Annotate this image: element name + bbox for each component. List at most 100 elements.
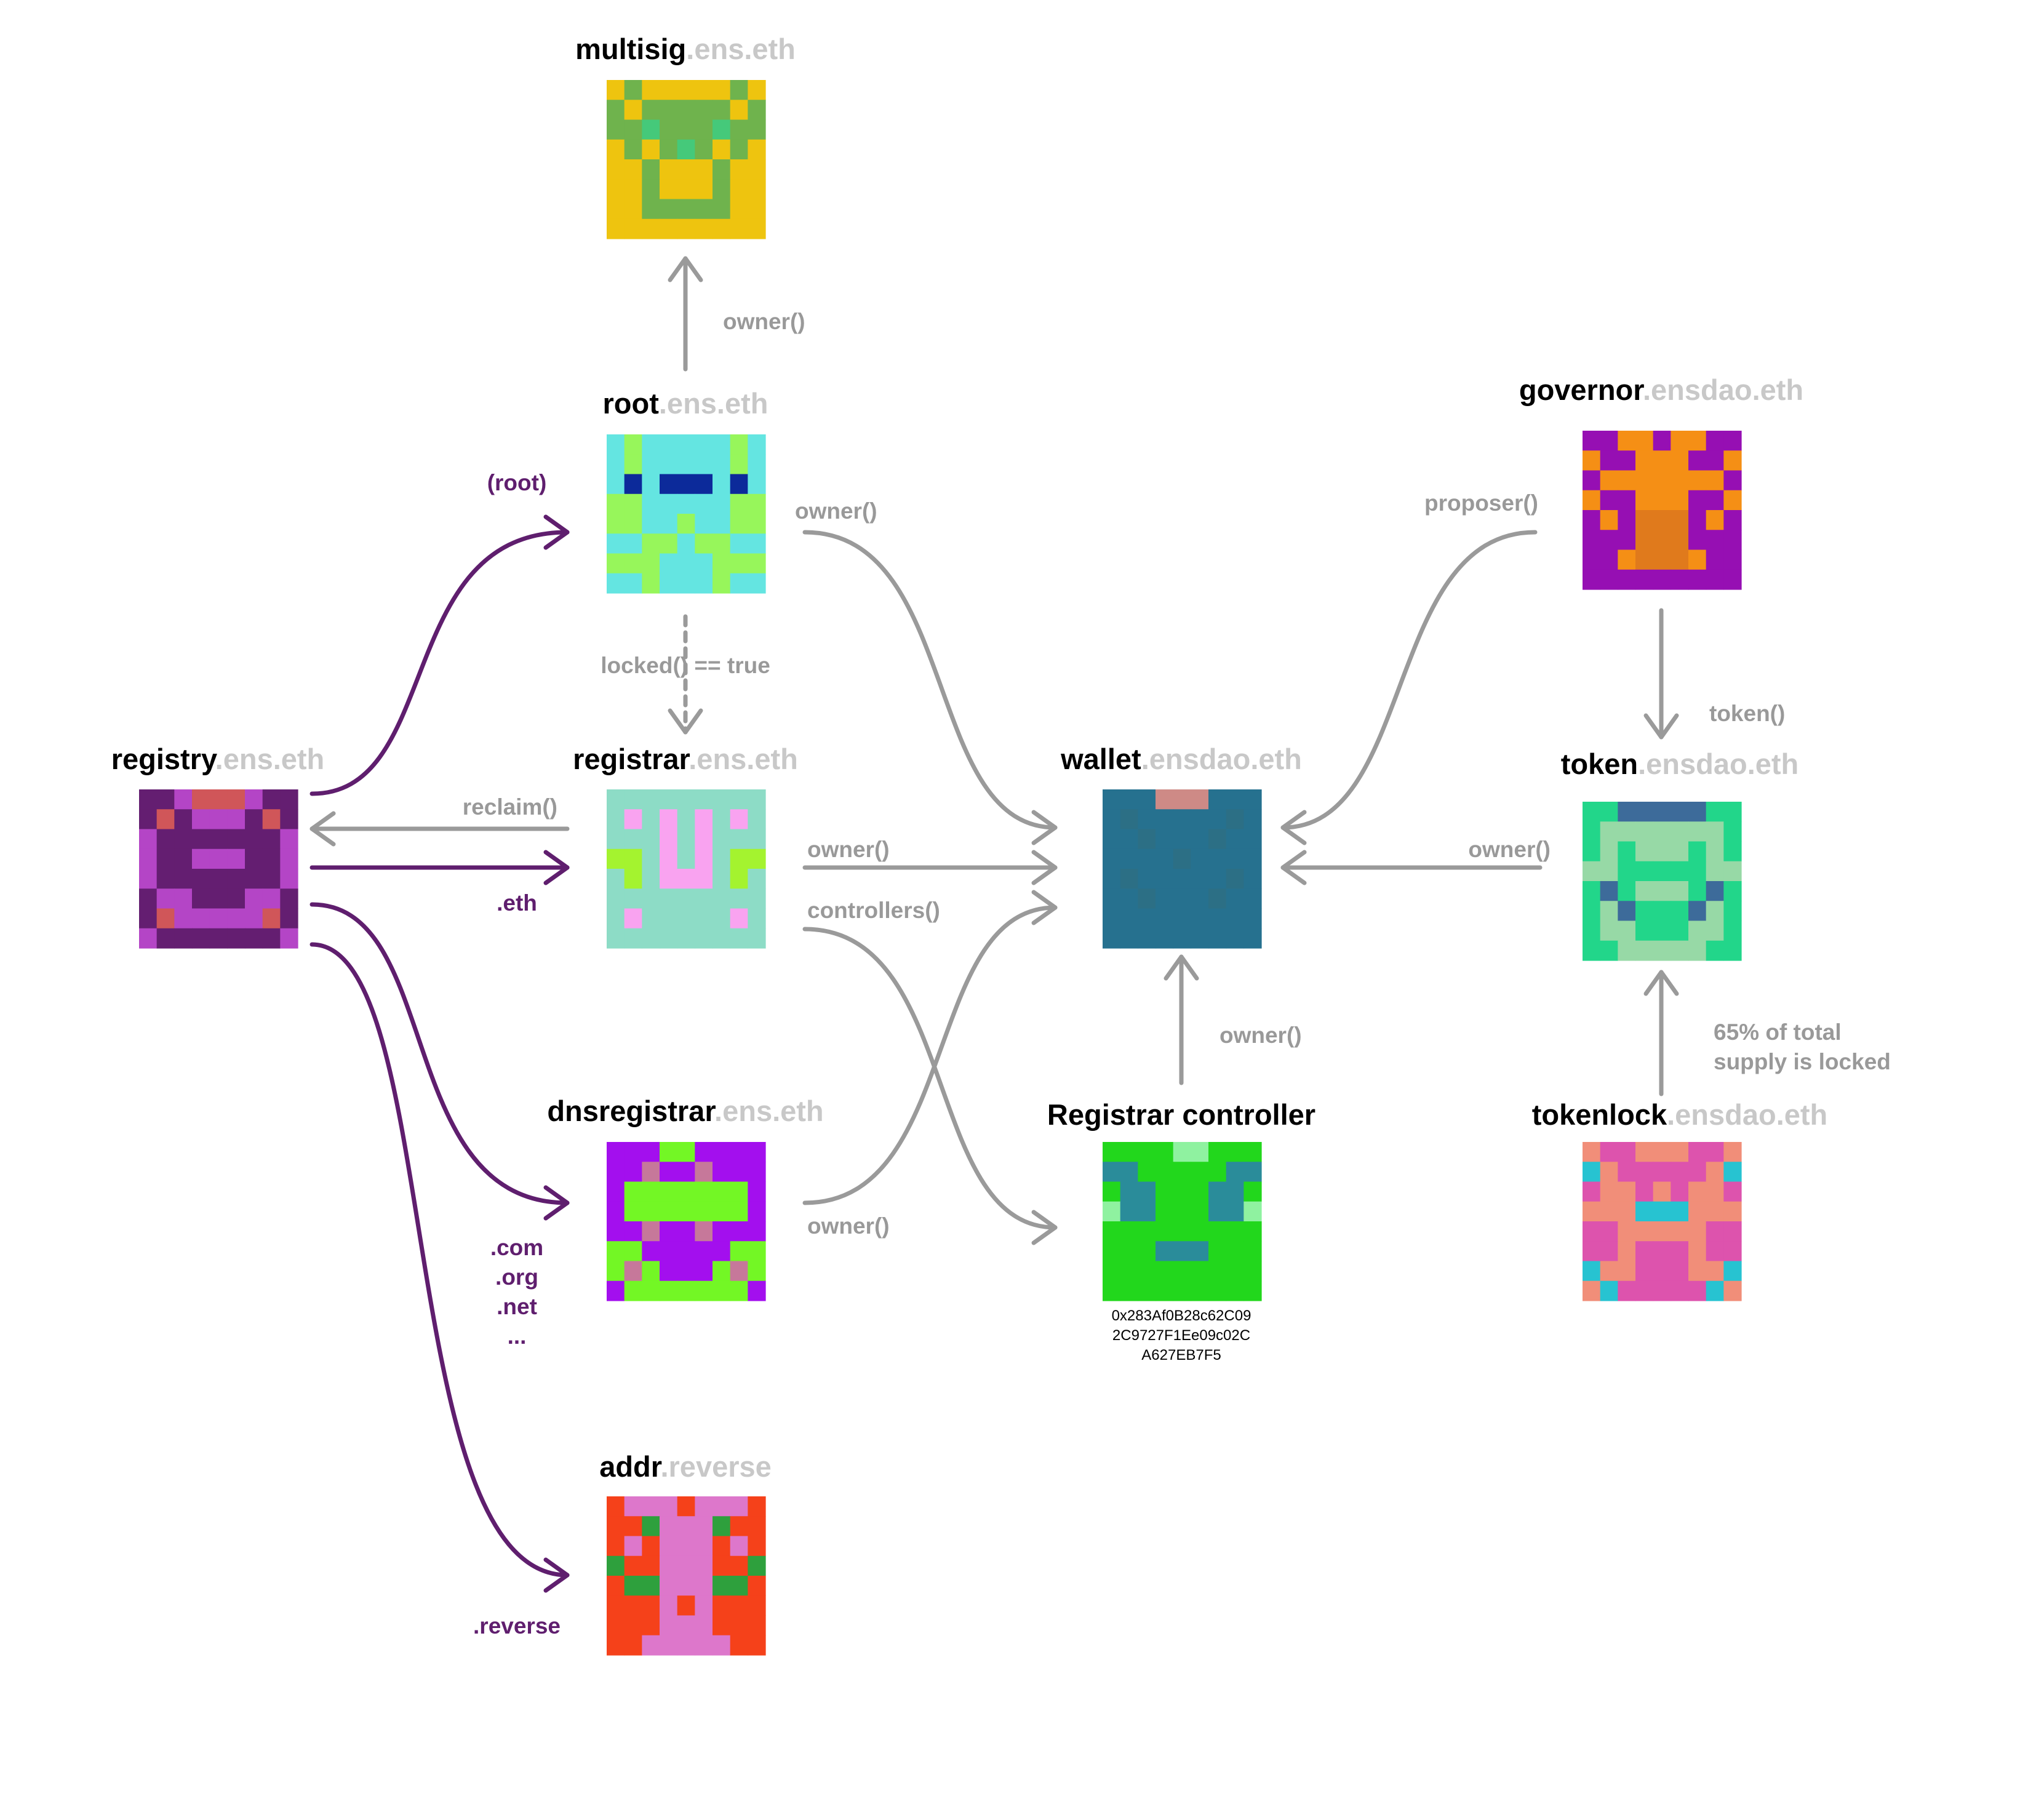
- registry-pixel: [245, 928, 263, 949]
- registry-pixel: [174, 869, 193, 889]
- registrar-pixel: [677, 848, 695, 869]
- registrar-pixel: [748, 789, 766, 810]
- label-root-registrar: locked() == true: [601, 653, 770, 678]
- controller-pixel: [1191, 1201, 1209, 1222]
- registry-pixel: [156, 869, 175, 889]
- dnsregistrar-pixel: [730, 1201, 748, 1222]
- token-pixel: [1706, 881, 1724, 901]
- governor-pixel: [1618, 510, 1636, 530]
- dnsregistrar-pixel: [677, 1142, 695, 1162]
- tokenlock-pixel: [1653, 1181, 1671, 1202]
- wallet-pixel: [1103, 809, 1121, 830]
- root-pixel: [677, 533, 695, 554]
- tokenlock-pixel: [1583, 1261, 1601, 1282]
- wallet-pixel: [1173, 829, 1191, 850]
- token-pixel: [1723, 841, 1742, 862]
- icon-root: [607, 434, 766, 594]
- registrar-pixel: [607, 848, 625, 869]
- multisig-pixel: [660, 119, 678, 140]
- addr-pixel: [730, 1555, 748, 1576]
- controller-pixel: [1156, 1241, 1174, 1262]
- multisig-pixel: [607, 159, 625, 180]
- registry-pixel: [192, 888, 210, 909]
- dnsregistrar-pixel: [607, 1162, 625, 1183]
- arrowhead-multisig: [668, 256, 703, 282]
- token-pixel: [1600, 802, 1618, 822]
- title-wallet: wallet.ensdao.eth: [1060, 743, 1302, 775]
- addr-pixel: [660, 1555, 678, 1576]
- arrowhead-controller-wallet: [1164, 954, 1199, 981]
- registry-pixel: [227, 869, 246, 889]
- addr-pixel: [642, 1635, 660, 1656]
- dnsregistrar-pixel: [607, 1280, 625, 1301]
- root-pixel: [713, 454, 731, 475]
- registry-pixel: [280, 809, 298, 830]
- arrowhead-controller: [1031, 1210, 1058, 1245]
- root-pixel: [730, 454, 748, 475]
- controller-pixel: [1208, 1142, 1227, 1162]
- multisig-pixel: [660, 199, 678, 220]
- wallet-pixel: [1120, 928, 1138, 949]
- token-pixel: [1635, 802, 1654, 822]
- dnsregistrar-pixel: [660, 1280, 678, 1301]
- wallet-pixel: [1103, 869, 1121, 889]
- governor-pixel: [1600, 450, 1618, 471]
- wallet-pixel: [1244, 809, 1262, 830]
- wallet-pixel: [1120, 848, 1138, 869]
- dnsregistrar-pixel: [677, 1201, 695, 1222]
- governor-pixel: [1583, 549, 1601, 570]
- label-registry-dns: .com .org .net ...: [490, 1235, 543, 1349]
- addr-pixel: [624, 1536, 642, 1557]
- registrar-pixel: [730, 829, 748, 850]
- token-pixel: [1653, 901, 1671, 922]
- tokenlock-pixel: [1653, 1162, 1671, 1183]
- wallet-pixel: [1173, 928, 1191, 949]
- tokenlock-pixel: [1600, 1142, 1618, 1162]
- controller-pixel: [1173, 1201, 1191, 1222]
- dnsregistrar-pixel: [730, 1221, 748, 1242]
- controller-pixel: [1191, 1221, 1209, 1242]
- wallet-pixel: [1226, 809, 1244, 830]
- registrar-pixel: [624, 908, 642, 929]
- registrar-pixel: [607, 809, 625, 830]
- token-pixel: [1583, 841, 1601, 862]
- root-pixel: [748, 553, 766, 574]
- edge-registry-root: [309, 530, 570, 796]
- controller-pixel: [1244, 1241, 1262, 1262]
- icon-controller: [1103, 1142, 1262, 1301]
- registrar-pixel: [677, 789, 695, 810]
- addr-pixel: [713, 1615, 731, 1636]
- controller-pixel: [1226, 1201, 1244, 1222]
- root-pixel: [695, 573, 713, 594]
- root-pixel: [624, 474, 642, 495]
- registry-pixel: [227, 848, 246, 869]
- registrar-pixel: [607, 908, 625, 929]
- token-pixel: [1706, 802, 1724, 822]
- addr-pixel: [642, 1595, 660, 1616]
- root-pixel: [713, 514, 731, 534]
- governor-pixel: [1671, 569, 1689, 590]
- registry-pixel: [209, 848, 228, 869]
- root-pixel: [748, 514, 766, 534]
- root-pixel: [624, 573, 642, 594]
- root-pixel: [730, 533, 748, 554]
- governor-pixel: [1671, 510, 1689, 530]
- dnsregistrar-pixel: [695, 1142, 713, 1162]
- governor-pixel: [1653, 530, 1671, 551]
- governor-pixel: [1635, 569, 1654, 590]
- governor-pixel: [1688, 490, 1707, 511]
- tokenlock-pixel: [1635, 1261, 1654, 1282]
- controller-pixel: [1138, 1181, 1156, 1202]
- controller-pixel: [1244, 1280, 1262, 1301]
- wallet-pixel: [1138, 848, 1156, 869]
- dnsregistrar-pixel: [713, 1162, 731, 1183]
- token-pixel: [1653, 841, 1671, 862]
- registry-pixel: [262, 789, 281, 810]
- multisig-pixel: [642, 199, 660, 220]
- governor-pixel: [1653, 470, 1671, 491]
- registrar-pixel: [713, 928, 731, 949]
- root-pixel: [642, 434, 660, 455]
- registrar-pixel: [695, 908, 713, 929]
- multisig-pixel: [748, 80, 766, 100]
